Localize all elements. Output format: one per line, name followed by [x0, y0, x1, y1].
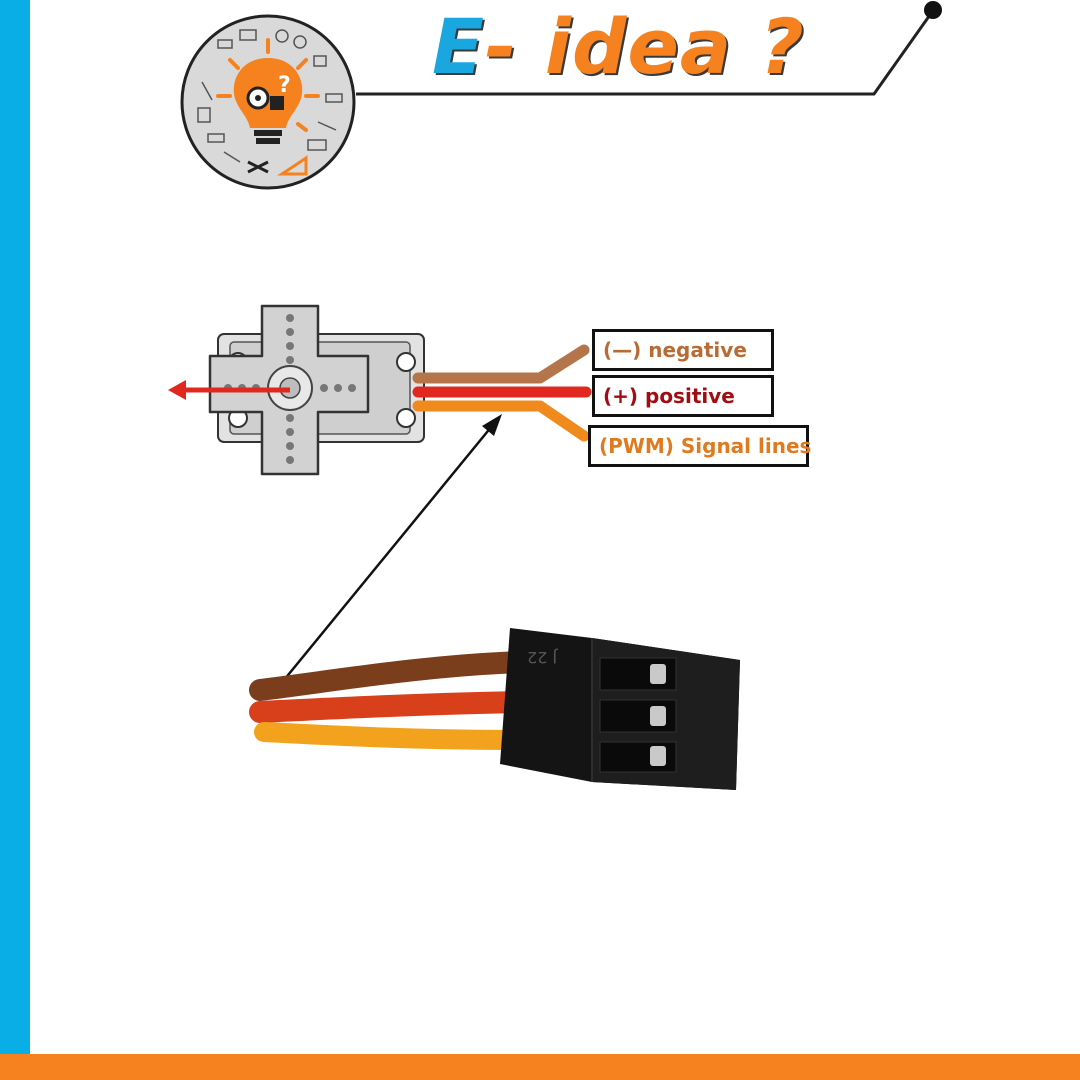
brand-dash: -	[484, 2, 518, 91]
pointer-line	[283, 425, 493, 681]
brand-letter: E	[432, 2, 485, 91]
brand-title: E- idea ?	[432, 2, 805, 92]
servo-motor	[208, 304, 425, 476]
connector-cable	[249, 651, 531, 750]
logo: ?	[178, 12, 358, 192]
lightbulb-question-icon: ?	[180, 14, 356, 190]
servo-connector	[500, 628, 740, 790]
connector-pins	[599, 657, 677, 773]
left-accent-bar	[0, 0, 30, 1080]
svg-text:?: ?	[278, 73, 291, 98]
bottom-accent-bar	[0, 1054, 1080, 1080]
connector-marking: J 22	[527, 648, 558, 667]
header-dot	[924, 1, 942, 19]
label-signal: (PWM) Signal lines	[588, 425, 811, 467]
label-negative: (—) negative	[592, 329, 774, 371]
servo-wires	[412, 344, 592, 442]
header-line	[356, 11, 934, 96]
label-positive: (+) positive	[592, 375, 774, 417]
brand-word: idea ?	[517, 2, 805, 91]
